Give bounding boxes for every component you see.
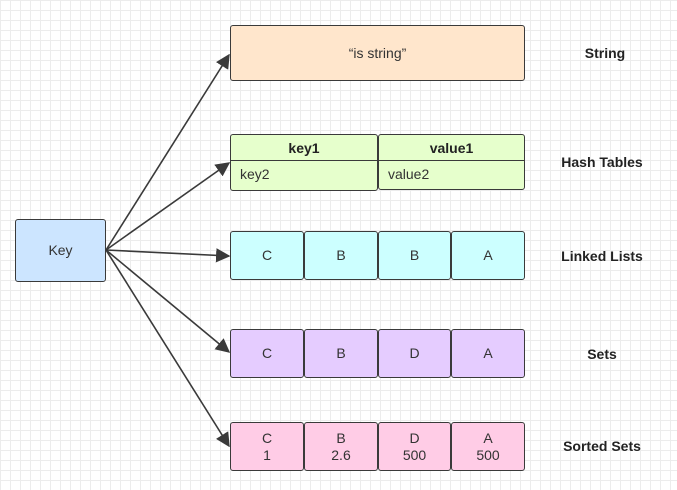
arrow-to-set — [105, 249, 231, 353]
zset-score: 500 — [402, 446, 427, 463]
zset-cell: C 1 — [230, 422, 304, 471]
set-item: B — [336, 345, 346, 361]
type-label-zset: Sorted Sets — [563, 438, 641, 454]
string-box: “is string” — [230, 25, 525, 81]
hash-value-header: value1 — [379, 135, 524, 161]
arrow-to-zset — [105, 249, 230, 448]
type-label-list: Linked Lists — [561, 248, 643, 264]
set-item: D — [409, 345, 420, 361]
hash-field-header: key1 — [231, 135, 377, 161]
key-label: Key — [48, 242, 73, 258]
type-label-string: String — [584, 45, 626, 61]
arrow-to-hash — [105, 162, 231, 251]
hash-field-value: key2 — [240, 166, 270, 182]
zset-member: C — [261, 429, 273, 446]
zset-score: 500 — [476, 446, 500, 463]
type-label-hash: Hash Tables — [561, 154, 643, 170]
arrow-to-list — [105, 248, 231, 263]
key-box: Key — [15, 219, 106, 282]
set-item: C — [261, 345, 273, 361]
set-cell: A — [451, 329, 525, 378]
hash-value-cell: value1 value2 — [378, 134, 525, 190]
hash-field-cell: key1 key2 — [230, 134, 378, 191]
zset-cell: A 500 — [451, 422, 525, 471]
set-cell: D — [378, 329, 451, 378]
list-item: B — [409, 247, 420, 263]
zset-cell: B 2.6 — [304, 422, 378, 471]
zset-member: D — [409, 429, 420, 446]
list-cell: C — [230, 231, 304, 280]
list-cell: A — [451, 231, 525, 280]
string-value: “is string” — [348, 44, 407, 61]
hash-value-value: value2 — [388, 166, 430, 182]
type-label-set: Sets — [587, 346, 617, 362]
set-cell: B — [304, 329, 378, 378]
arrow-to-string — [105, 53, 230, 251]
zset-member: B — [336, 429, 346, 446]
list-item: A — [483, 247, 493, 263]
list-cell: B — [304, 231, 378, 280]
set-cell: C — [230, 329, 304, 378]
zset-score: 1 — [263, 446, 271, 463]
zset-score: 2.6 — [331, 446, 351, 463]
zset-member: A — [483, 429, 493, 446]
list-cell: B — [378, 231, 451, 280]
zset-cell: D 500 — [378, 422, 451, 471]
list-item: B — [336, 247, 346, 263]
set-item: A — [483, 345, 493, 361]
list-item: C — [261, 247, 273, 263]
